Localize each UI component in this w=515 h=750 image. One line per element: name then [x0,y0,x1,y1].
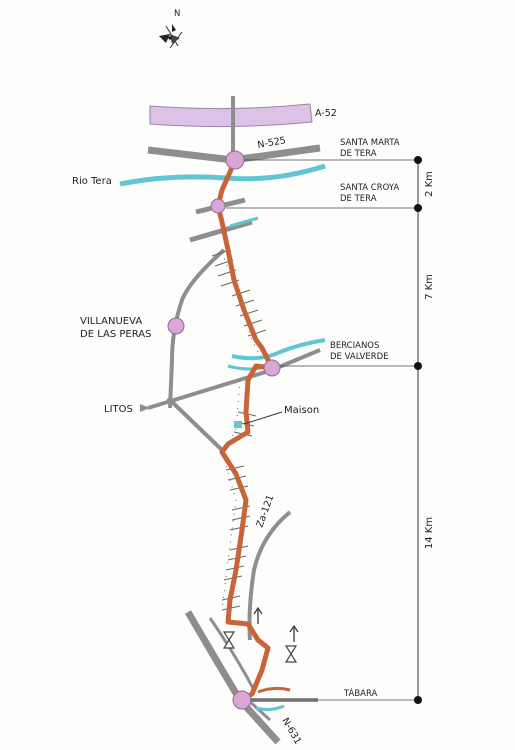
stream-3 [255,704,285,712]
maison-label: Maison [284,405,319,416]
distance-leaders [226,159,418,701]
distance-seg2: 7 Km [424,274,435,300]
river-bercianos [231,338,326,361]
river-label: Rio Tera [72,176,112,187]
distance-seg3: 14 Km [424,517,435,549]
maison-marker-icon [234,421,242,428]
stream-1 [229,216,259,228]
town-bercianos [263,359,281,377]
label-bercianos-2: DE VALVERDE [330,352,389,362]
town-tabara [232,690,252,710]
label-santa-croya-1: SANTA CROYA [340,183,399,193]
label-villanueva-2: DE LAS PERAS [80,329,151,340]
windmill-icon [222,631,298,663]
maison-leader [243,411,283,425]
scale-dot [414,696,422,704]
road-crossing-1 [189,219,253,243]
scale-dot [414,204,422,212]
label-litos: LITOS [104,404,133,415]
antenna-icon [253,606,299,642]
road-litos-south [166,396,224,452]
road-za121 [247,510,292,641]
town-villanueva [167,317,185,335]
road-za121-label: Za-121 [254,493,276,529]
compass-label: N [174,9,180,19]
label-bercianos-1: BERCIANOS [330,341,379,351]
road-villanueva [168,248,226,409]
label-santa-marta-2: DE TERA [340,149,377,159]
town-santa-croya [210,198,226,214]
river-tera [119,163,326,187]
scale-dot [414,362,422,370]
label-villanueva-1: VILLANUEVA [80,316,142,327]
town-santa-marta [225,150,245,170]
motorway-label: A-52 [315,108,337,119]
arrow-litos-icon [140,404,150,412]
label-tabara: TÁBARA [343,687,378,699]
road-n631-label: N-631 [279,716,303,746]
north-arrow-icon [159,24,183,49]
scale-dot [414,156,422,164]
road-tabara-north [208,617,256,691]
label-santa-marta-1: SANTA MARTA [340,138,400,148]
route-tabara-spur [257,686,291,694]
hiking-route [215,157,277,703]
distance-seg1: 2 Km [424,171,435,197]
label-santa-croya-2: DE TERA [340,194,377,204]
road-n525-label: N-525 [257,135,287,151]
